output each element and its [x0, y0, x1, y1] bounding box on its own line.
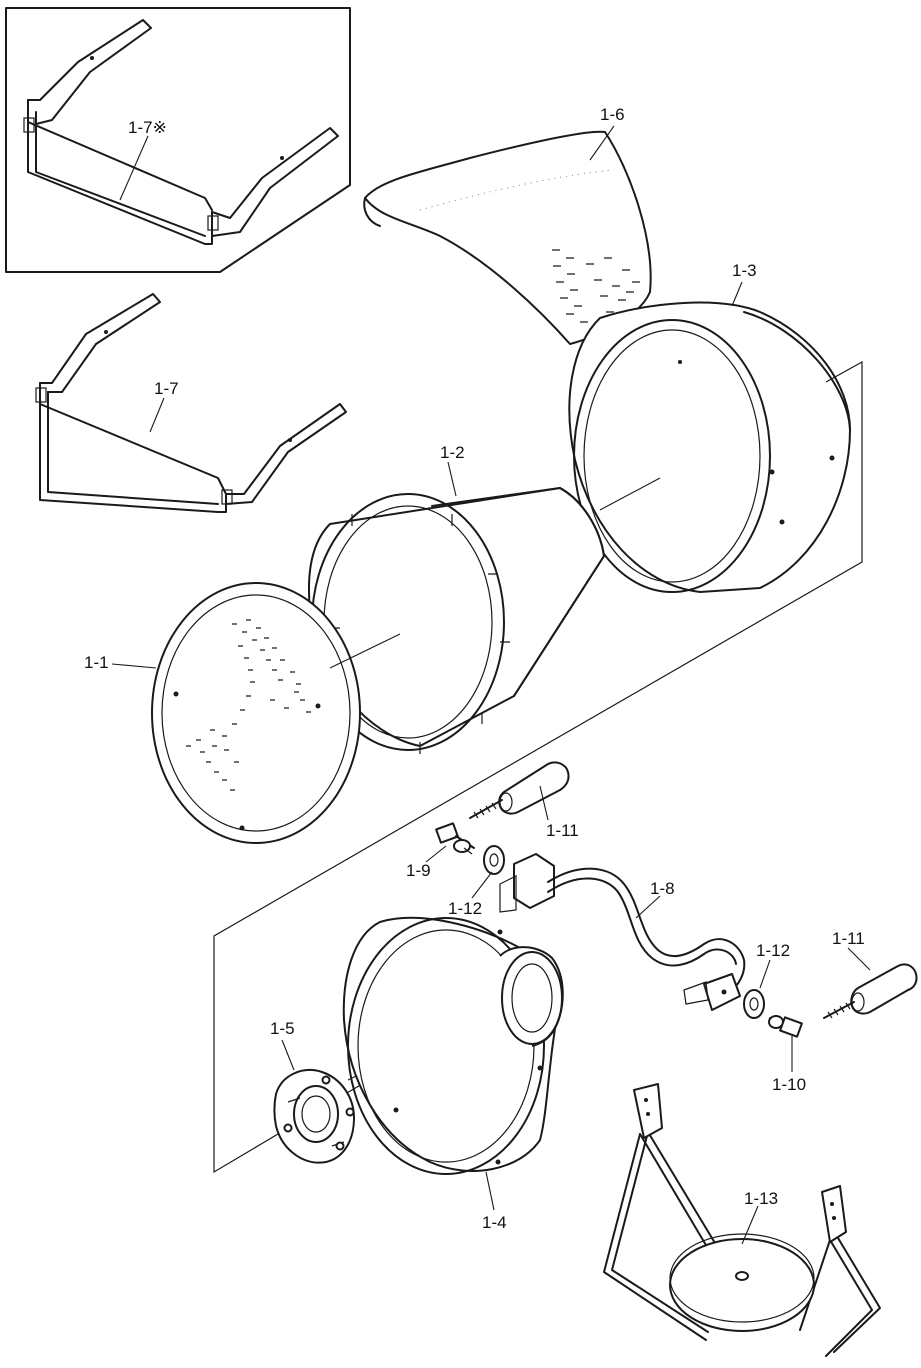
label-1-8: 1-8: [650, 879, 675, 898]
label-1-5: 1-5: [270, 1019, 295, 1038]
label-1-9: 1-9: [406, 861, 431, 880]
knob-bolt-icon: [823, 963, 918, 1019]
perforated-grille-icon: [151, 582, 361, 844]
speaker-bell-icon: [342, 916, 564, 1175]
label-1-13: 1-13: [744, 1189, 778, 1208]
pivot-bolt-icon: [435, 822, 475, 855]
label-1-11-lower: 1-11: [832, 929, 865, 948]
cover-vent-slots: [552, 249, 640, 323]
grille-perforation-pattern: [186, 619, 311, 791]
handle-frame-icon: [35, 293, 347, 513]
washer-icon: [743, 989, 765, 1019]
callout-labels: 1-7※ 1-6 1-3 1-7 1-2 1-1 1-11 1-9 1-12 1…: [84, 105, 865, 1232]
callout-leaders: [111, 125, 871, 1245]
inset-box: [5, 7, 351, 273]
label-1-10: 1-10: [772, 1075, 806, 1094]
label-1-2: 1-2: [440, 443, 465, 462]
bracket-arm-icon: [499, 853, 746, 1011]
label-1-12-upper: 1-12: [448, 899, 482, 918]
cone-icon: [308, 487, 605, 754]
label-1-11-upper: 1-11: [546, 821, 579, 840]
label-1-7-alt: 1-7※: [128, 118, 167, 137]
label-1-4: 1-4: [482, 1213, 507, 1232]
label-1-1: 1-1: [84, 653, 109, 672]
floor-stand-icon: [603, 1083, 881, 1357]
pivot-bolt-icon: [768, 1015, 803, 1038]
label-1-12-lower: 1-12: [756, 941, 790, 960]
label-1-7: 1-7: [154, 379, 179, 398]
curved-cover-icon: [363, 130, 652, 345]
label-1-6: 1-6: [600, 105, 625, 124]
washer-icon: [483, 845, 505, 875]
cylinder-housing-icon: [568, 301, 851, 593]
driver-flange-icon: [273, 1069, 355, 1164]
knob-bolt-icon: [469, 761, 570, 819]
handle-frame-alt-icon: [23, 19, 339, 245]
label-1-3: 1-3: [732, 261, 757, 280]
